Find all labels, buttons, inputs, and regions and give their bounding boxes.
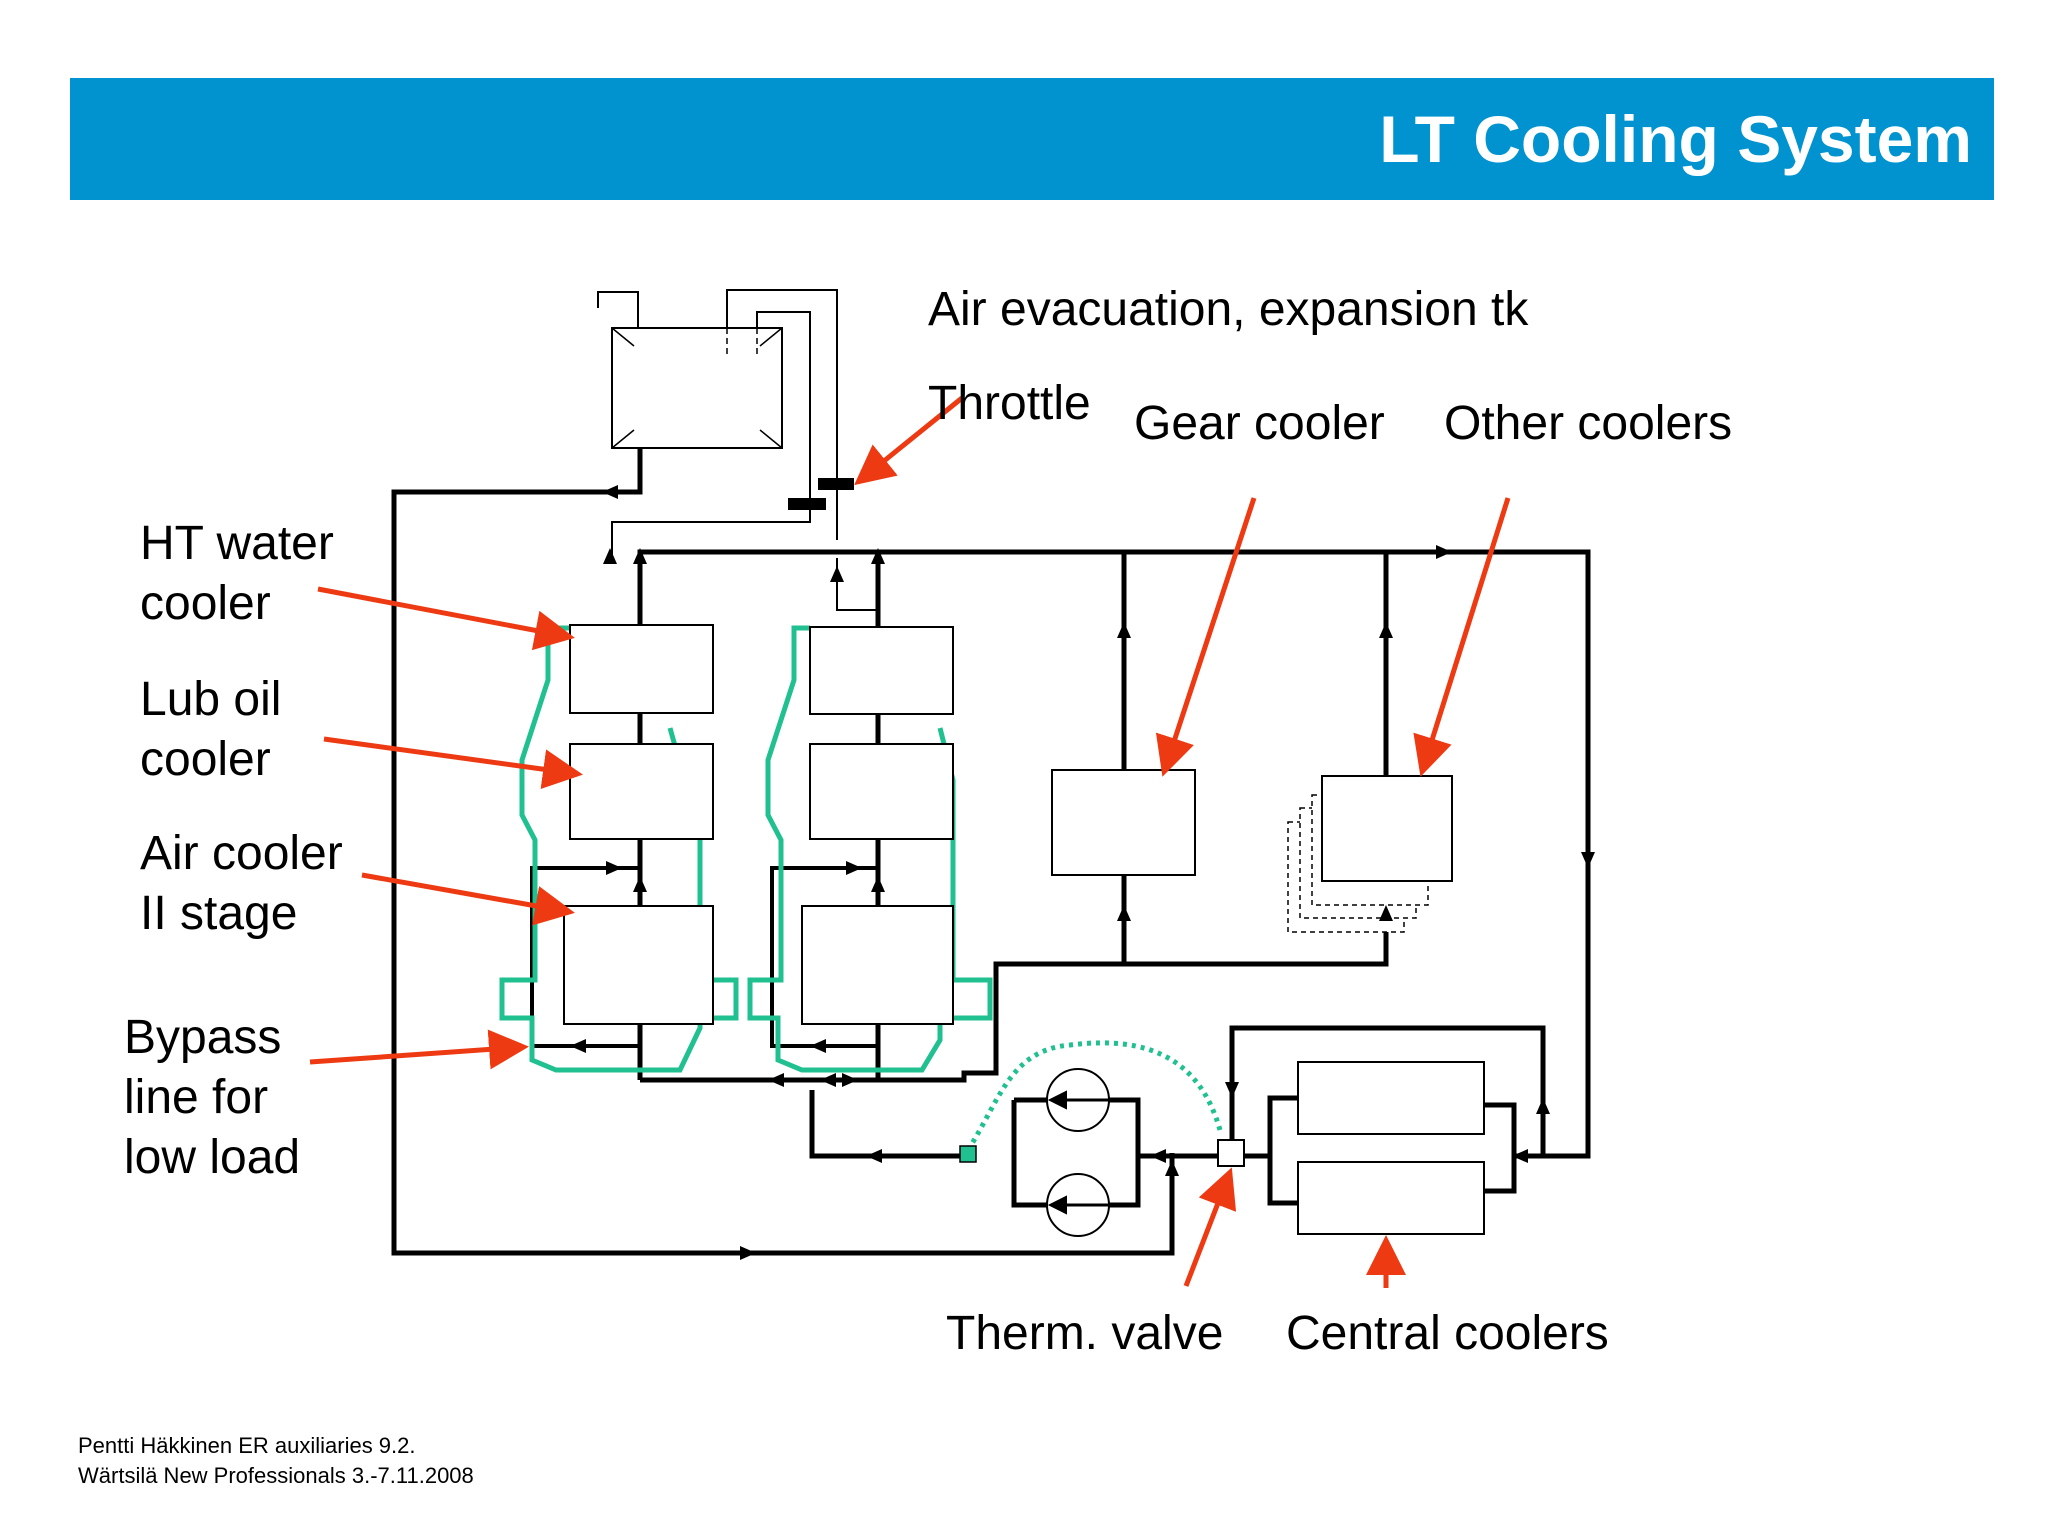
thermostat-sensor (959, 1145, 977, 1163)
pointer-arrows (309, 396, 1511, 1288)
ht-circuit (499, 625, 993, 1073)
central-coolers-box (1297, 1061, 1485, 1235)
gear-cooler-label: Gear cooler (1134, 397, 1385, 450)
gear-cooler-box (1051, 769, 1196, 876)
footer-credits: Pentti Häkkinen ER auxiliaries 9.2. Wärt… (78, 1431, 474, 1491)
other-coolers-label: Other coolers (1444, 397, 1733, 450)
title-bar: LT Cooling System (70, 78, 1994, 200)
footer-line-1: Pentti Häkkinen ER auxiliaries 9.2. (78, 1433, 416, 1458)
sensor-line (965, 1040, 1223, 1152)
slide-title: LT Cooling System (1379, 102, 1972, 176)
lt-pumps (1046, 1068, 1110, 1237)
therm-valve-label: Therm. valve (946, 1307, 1224, 1360)
bypass-label: Bypass line for low load (124, 1011, 301, 1184)
air-evacuation-label: Air evacuation, expansion tk (928, 283, 1529, 336)
ht-water-cooler-label: HT water cooler (140, 517, 334, 630)
flow-arrows (570, 485, 1595, 1260)
footer-line-2: Wärtsilä New Professionals 3.-7.11.2008 (78, 1463, 474, 1488)
throttle-label: Throttle (928, 377, 1091, 430)
throttle-valves (788, 478, 854, 510)
engine-coolers (563, 624, 954, 1025)
other-coolers-box (1287, 775, 1453, 933)
therm-valve-symbol (1217, 1139, 1245, 1167)
central-coolers-label: Central coolers (1286, 1307, 1609, 1360)
lub-oil-cooler-label: Lub oil cooler (140, 673, 282, 786)
air-cooler-label: Air cooler II stage (140, 827, 343, 940)
